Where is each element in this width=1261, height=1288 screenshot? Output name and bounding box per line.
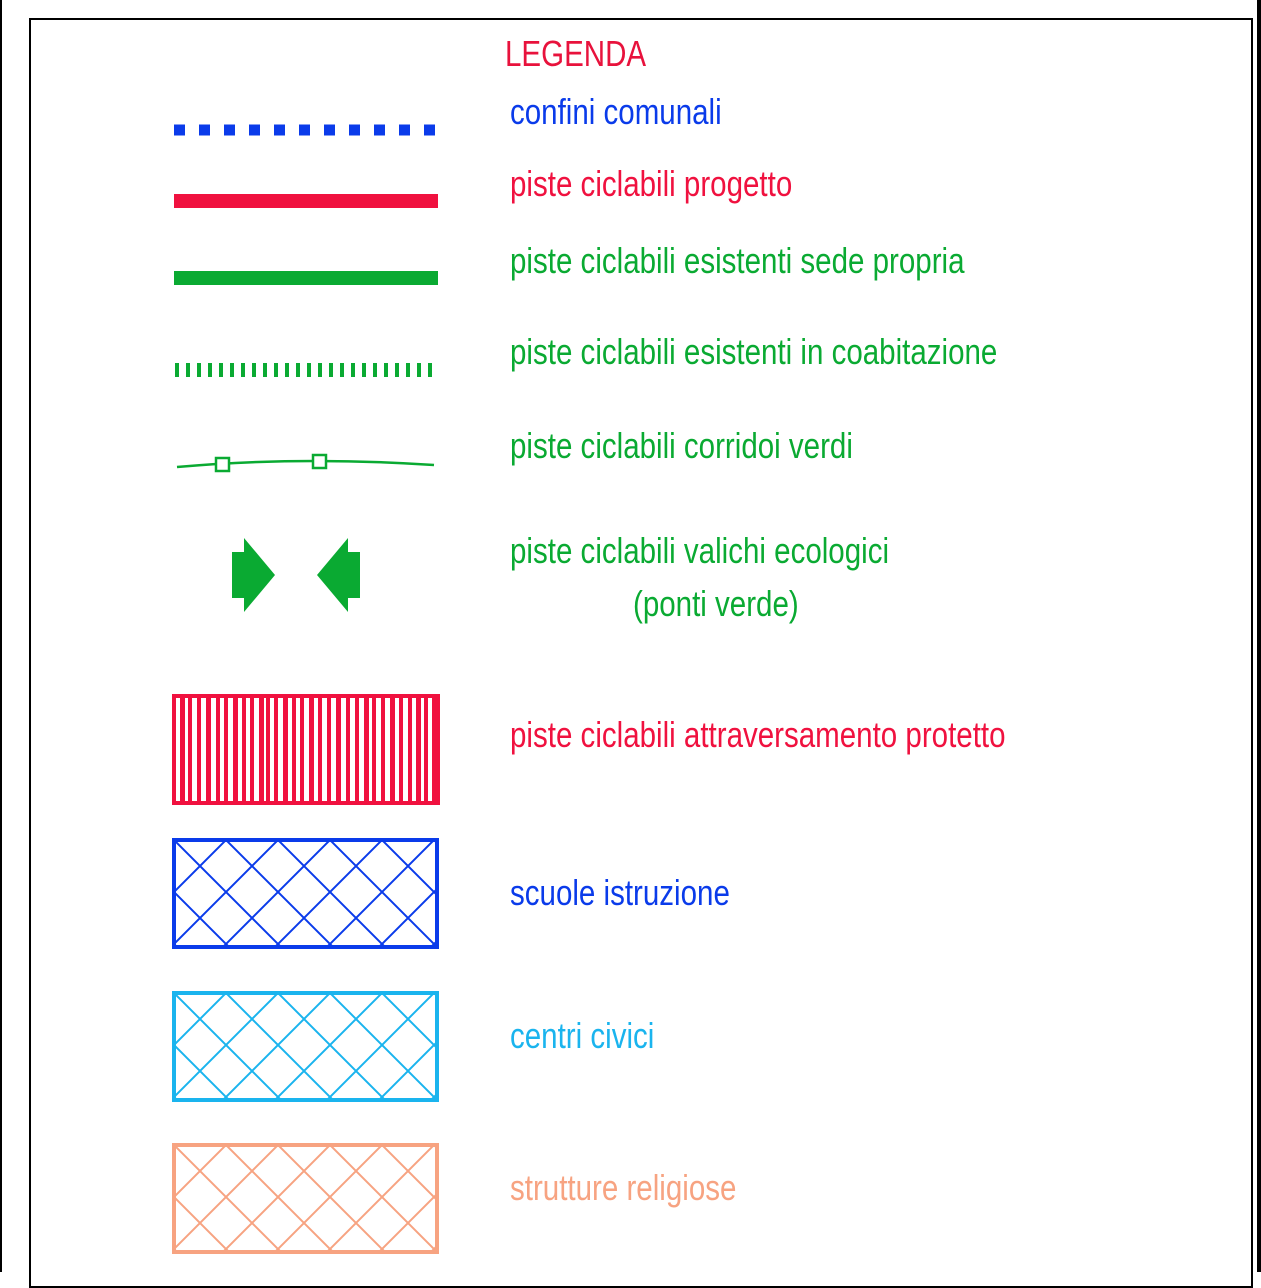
red-stripe bbox=[408, 696, 412, 803]
blue-hatched-rect-symbol bbox=[172, 838, 439, 949]
label-prefix: piste ciclabili bbox=[510, 530, 676, 571]
red-stripe bbox=[292, 696, 296, 803]
label-ponti-verde: (ponti verde) bbox=[633, 583, 799, 624]
label-confini-comunali: confini comunali bbox=[510, 94, 722, 130]
red-stripe bbox=[355, 696, 359, 803]
red-stripe bbox=[206, 696, 211, 803]
red-stripe bbox=[266, 696, 270, 803]
label-text: progetto bbox=[683, 163, 793, 204]
salmon-hatched-rect-symbol bbox=[172, 1143, 439, 1254]
label-strutture-religiose: strutture religiose bbox=[510, 1167, 737, 1208]
label-text: valichi ecologici bbox=[683, 530, 890, 571]
red-stripe bbox=[197, 696, 201, 803]
red-stripe bbox=[364, 696, 369, 803]
cyan-hatched-rect-symbol bbox=[172, 991, 439, 1102]
red-stripe bbox=[336, 696, 341, 803]
label-valichi-ecologici: piste ciclabili valichi ecologici bbox=[510, 533, 889, 569]
label-centri-civici: centri civici bbox=[510, 1015, 655, 1056]
red-stripe bbox=[309, 696, 314, 803]
red-stripe bbox=[283, 696, 288, 803]
red-stripe bbox=[416, 696, 421, 803]
red-stripe bbox=[346, 696, 350, 803]
label-prefix: piste ciclabili bbox=[510, 163, 676, 204]
label-text: esistenti sede propria bbox=[683, 240, 965, 281]
red-stripe bbox=[216, 696, 220, 803]
green-corridor-line-symbol bbox=[176, 453, 435, 473]
red-stripe bbox=[259, 696, 264, 803]
solid-red-line-symbol bbox=[174, 194, 438, 208]
label-prefix: piste ciclabili bbox=[510, 240, 676, 281]
label-attraversamento: piste ciclabili attraversamento protetto bbox=[510, 717, 1006, 753]
red-stripe bbox=[327, 696, 331, 803]
label-prefix: piste ciclabili bbox=[510, 425, 676, 466]
label-scuole: scuole istruzione bbox=[510, 872, 730, 913]
red-stripe bbox=[381, 696, 385, 803]
red-stripe bbox=[372, 696, 376, 803]
red-stripe bbox=[274, 696, 278, 803]
red-stripe bbox=[224, 696, 228, 803]
left-border bbox=[0, 0, 2, 1272]
red-stripe bbox=[188, 696, 192, 803]
red-stripe bbox=[180, 696, 185, 803]
red-stripe bbox=[242, 696, 246, 803]
label-text: attraversamento protetto bbox=[683, 714, 1006, 755]
red-stripe bbox=[399, 696, 403, 803]
label-prefix: piste ciclabili bbox=[510, 331, 676, 372]
label-sede-propria: piste ciclabili esistenti sede propria bbox=[510, 243, 965, 279]
red-stripe bbox=[318, 696, 322, 803]
red-stripe bbox=[300, 696, 304, 803]
solid-green-line-symbol bbox=[174, 271, 438, 285]
legend-title: LEGENDA bbox=[505, 33, 647, 74]
label-text: esistenti in coabitazione bbox=[683, 331, 998, 372]
red-stripe bbox=[250, 696, 254, 803]
label-corridoi-verdi: piste ciclabili corridoi verdi bbox=[510, 428, 853, 464]
label-progetto: piste ciclabili progetto bbox=[510, 166, 792, 202]
label-text: confini comunali bbox=[510, 91, 722, 132]
red-stripe bbox=[390, 696, 395, 803]
red-stripe bbox=[432, 696, 436, 803]
label-prefix: piste ciclabili bbox=[510, 714, 676, 755]
red-stripe bbox=[424, 696, 428, 803]
label-text: corridoi verdi bbox=[683, 425, 853, 466]
red-striped-rect-symbol bbox=[172, 694, 440, 805]
right-border bbox=[1257, 0, 1261, 1272]
green-arrows-symbol bbox=[232, 538, 360, 612]
label-coabitazione: piste ciclabili esistenti in coabitazion… bbox=[510, 334, 997, 370]
red-stripe bbox=[233, 696, 238, 803]
